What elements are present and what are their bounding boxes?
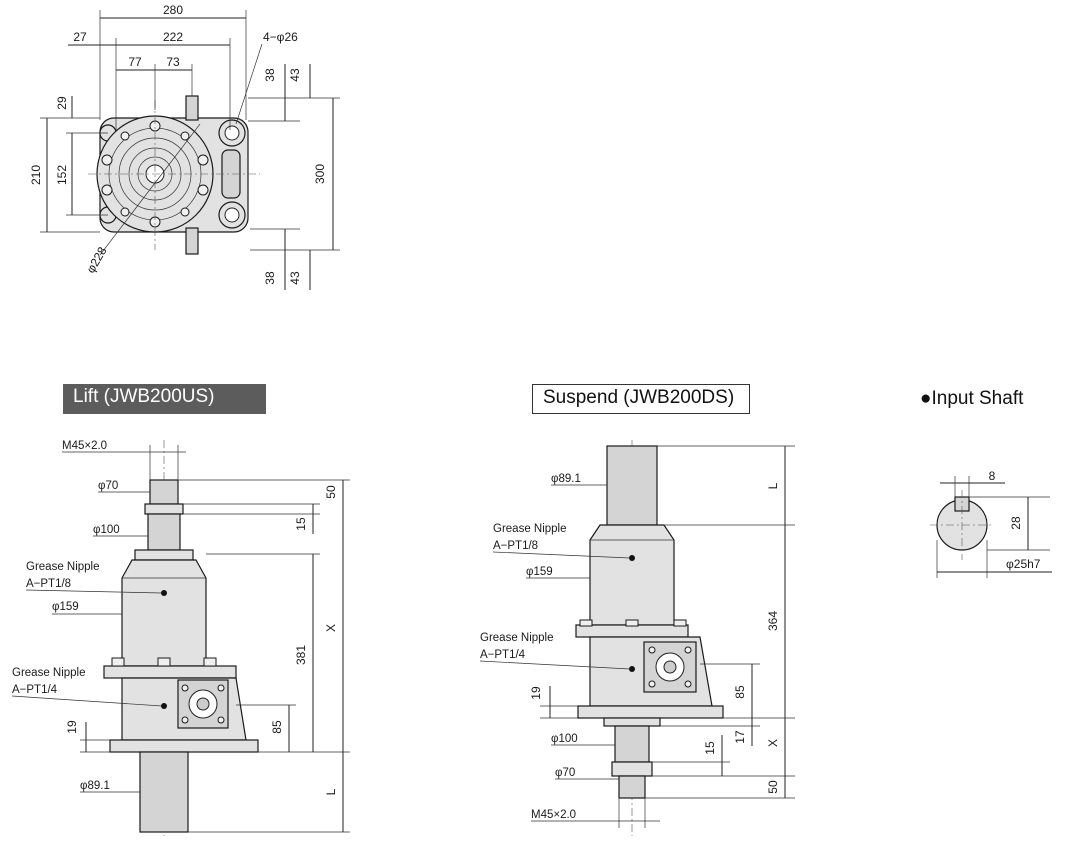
dim-29: 29 (55, 96, 69, 110)
lift-l: L (324, 788, 338, 795)
dim-bottom-43: 43 (288, 271, 302, 285)
lift-h85: 85 (270, 720, 284, 734)
dim-77: 77 (128, 55, 142, 69)
suspend-grease-top-2: A−PT1/8 (493, 540, 538, 552)
lift-d70-label: φ70 (98, 480, 118, 492)
input-shaft-key-dim: 8 (989, 469, 996, 483)
suspend-h364: 364 (766, 611, 780, 631)
top-view: 280 222 27 77 73 4−φ26 38 43 300 38 43 (29, 3, 340, 290)
lift-title: Lift (JWB200US) (63, 384, 266, 414)
dim-152: 152 (55, 165, 69, 185)
input-shaft-diameter-dim: φ25h7 (1006, 557, 1041, 571)
dim-280: 280 (163, 3, 183, 17)
lift-screw-tip (149, 479, 179, 505)
suspend-h50: 50 (766, 780, 780, 794)
dim-top-43: 43 (288, 68, 302, 82)
worm-shaft-bottom (185, 227, 199, 255)
lift-thread-label: M45×2.0 (62, 440, 107, 452)
input-shaft-title: ●Input Shaft (920, 388, 1024, 409)
lift-x: X (324, 624, 338, 632)
lift-h15: 15 (294, 517, 308, 531)
suspend-thread-label: M45×2.0 (531, 809, 576, 821)
suspend-x: X (766, 739, 780, 747)
dim-73: 73 (166, 55, 180, 69)
lift-d100-label: φ100 (93, 524, 120, 536)
suspend-h85: 85 (733, 685, 747, 699)
dim-top-38: 38 (263, 68, 277, 82)
lift-grease-top-2: A−PT1/8 (26, 578, 71, 590)
suspend-grease-top-1: Grease Nipple (493, 523, 567, 535)
worm-shaft-top (185, 95, 199, 121)
dim-300: 300 (313, 164, 327, 184)
dim-210: 210 (29, 165, 43, 185)
suspend-view: φ89.1 Grease Nipple A−PT1/8 φ159 Grease … (479, 440, 795, 836)
suspend-h17: 17 (733, 730, 747, 744)
dim-27: 27 (73, 30, 87, 44)
suspend-grease-bot-1: Grease Nipple (480, 632, 554, 644)
suspend-h19: 19 (529, 686, 543, 700)
suspend-l: L (766, 482, 780, 489)
suspend-screw-tip (618, 775, 646, 799)
dim-4-phi26: 4−φ26 (263, 30, 298, 44)
input-shaft-view: 8 28 φ25h7 (930, 469, 1052, 578)
lift-grease-top-1: Grease Nipple (26, 561, 100, 573)
lift-tube (139, 751, 189, 833)
lift-h19: 19 (65, 720, 79, 734)
lift-h381: 381 (294, 645, 308, 665)
suspend-h15: 15 (703, 741, 717, 755)
suspend-d159-label: φ159 (526, 566, 553, 578)
suspend-d89-label: φ89.1 (551, 473, 581, 485)
suspend-tube (606, 445, 658, 526)
lift-d89-label: φ89.1 (80, 780, 110, 792)
dim-phi228: φ228 (84, 244, 110, 275)
input-shaft-height-dim: 28 (1009, 516, 1023, 530)
lift-grease-bot-2: A−PT1/4 (12, 684, 58, 696)
dim-222: 222 (163, 30, 183, 44)
suspend-title: Suspend (JWB200DS) (532, 384, 750, 414)
suspend-grease-bot-2: A−PT1/4 (480, 649, 526, 661)
lift-h50: 50 (324, 485, 338, 499)
suspend-d100-label: φ100 (551, 733, 578, 745)
suspend-d70-label: φ70 (555, 767, 575, 779)
dim-bottom-38: 38 (263, 271, 277, 285)
lift-d159-label: φ159 (52, 601, 79, 613)
lift-upper-body (121, 559, 207, 667)
lift-grease-bot-1: Grease Nipple (12, 667, 86, 679)
lift-view: M45×2.0 φ70 φ100 Grease Nipple A−PT1/8 φ… (11, 440, 350, 836)
